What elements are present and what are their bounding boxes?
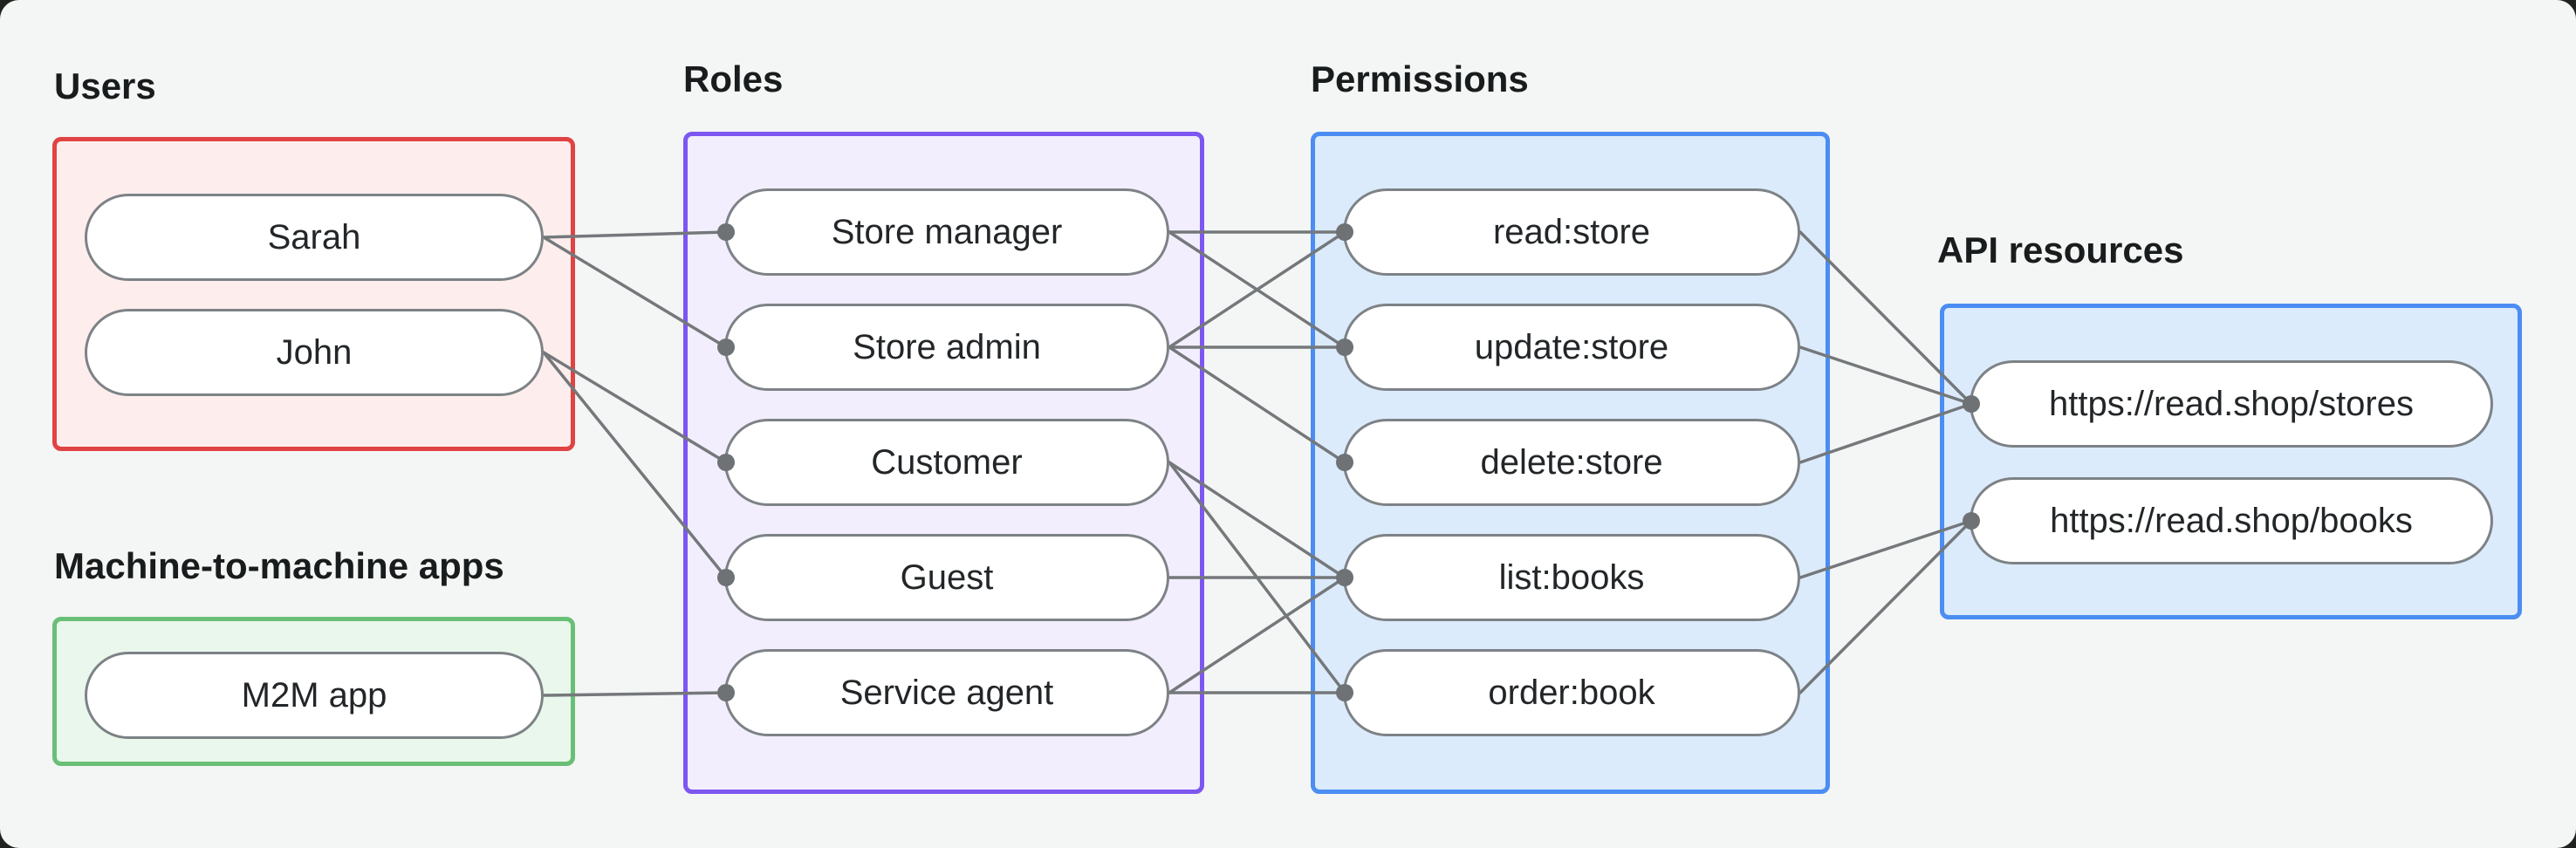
group-label-users: Users (54, 65, 156, 106)
connector-dot-delete_store (1336, 454, 1353, 471)
connector-dot-stores (1963, 395, 1980, 413)
connector-dot-service_agent (717, 684, 735, 701)
node-store_admin: Store admin (724, 304, 1169, 391)
node-list_books: list:books (1343, 534, 1800, 621)
edge-m2m_app-service_agent (542, 691, 728, 697)
connector-dot-order_book (1336, 684, 1353, 701)
edge-update_store-stores (1798, 345, 1973, 406)
node-order_book: order:book (1343, 649, 1800, 736)
node-guest: Guest (724, 534, 1169, 621)
edge-read_store-stores (1798, 230, 1973, 406)
edge-delete_store-stores (1798, 402, 1973, 464)
group-label-m2m: Machine-to-machine apps (54, 545, 504, 586)
connector-dot-update_store (1336, 339, 1353, 356)
edge-store_admin-delete_store (1168, 345, 1346, 464)
edge-john-customer (542, 351, 728, 464)
node-books: https://read.shop/books (1970, 477, 2493, 564)
edge-sarah-store_manager (542, 230, 728, 239)
group-label-roles: Roles (683, 58, 784, 99)
connector-dot-customer (717, 454, 735, 471)
connector-dot-books (1963, 512, 1980, 530)
group-box-api (1940, 304, 2522, 619)
edge-sarah-store_admin (542, 236, 728, 349)
edge-store_admin-read_store (1168, 230, 1346, 349)
node-store_manager: Store manager (724, 188, 1169, 276)
edge-list_books-books (1798, 519, 1973, 579)
node-read_store: read:store (1343, 188, 1800, 276)
edge-john-guest (542, 351, 728, 579)
group-box-users (52, 137, 575, 451)
connector-dot-read_store (1336, 223, 1353, 241)
node-stores: https://read.shop/stores (1970, 360, 2493, 448)
node-service_agent: Service agent (724, 649, 1169, 736)
group-label-permissions: Permissions (1311, 58, 1529, 99)
edge-order_book-books (1798, 519, 1973, 694)
node-customer: Customer (724, 419, 1169, 506)
connector-dot-guest (717, 569, 735, 586)
node-delete_store: delete:store (1343, 419, 1800, 506)
node-sarah: Sarah (85, 194, 544, 281)
connector-dot-store_manager (717, 223, 735, 241)
node-john: John (85, 309, 544, 396)
connector-dot-store_admin (717, 339, 735, 356)
edge-customer-list_books (1168, 461, 1346, 579)
connector-dot-list_books (1336, 569, 1353, 586)
node-m2m_app: M2M app (85, 652, 544, 739)
edge-service_agent-list_books (1168, 576, 1346, 694)
group-label-api: API resources (1937, 229, 2184, 270)
